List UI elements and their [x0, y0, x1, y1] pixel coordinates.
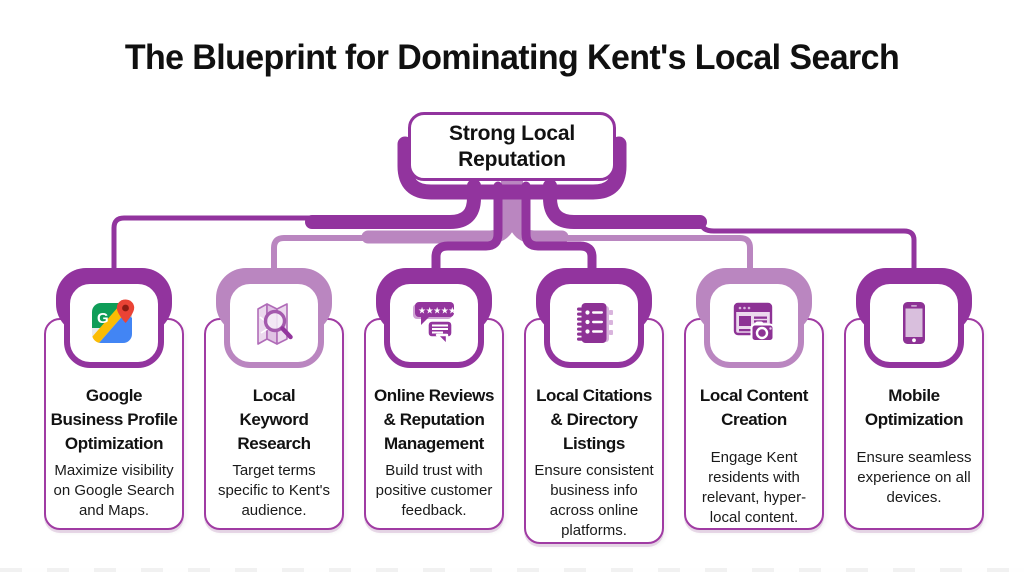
card-title: Local Content Creation [699, 386, 809, 429]
card-description: Maximize visibility on Google Search and… [53, 462, 175, 519]
card-online-reviews: ★★★★★ Online Reviews & Reputation Manage… [364, 268, 504, 530]
webpage-camera-icon [733, 302, 775, 342]
card-title: Online Reviews & Reputation Management [373, 386, 495, 453]
card-title: Local Citations & Directory Listings [536, 386, 652, 453]
icon-badge [224, 278, 324, 368]
svg-text:★★★★★: ★★★★★ [418, 307, 456, 317]
icon-badge [704, 278, 804, 368]
card-description: Ensure seamless experience on all device… [856, 449, 972, 506]
map-magnifier-icon [257, 303, 293, 345]
card-title: Mobile Optimization [864, 386, 964, 429]
card-description: Build trust with positive customer feedb… [375, 462, 493, 519]
card-description: Ensure consistent business info across o… [534, 462, 654, 539]
card-google-business-profile: G Google Business Profile Optimization M… [44, 268, 184, 530]
root-node-label: Strong Local Reputation [449, 121, 575, 171]
card-local-content-creation: Local Content Creation Engage Kent resid… [684, 268, 824, 530]
icon-badge: G [64, 278, 164, 368]
root-node: Strong Local Reputation [408, 112, 616, 181]
card-local-citations: Local Citations & Directory Listings Ens… [524, 268, 664, 544]
icon-badge [544, 278, 644, 368]
page-title: The Blueprint for Dominating Kent's Loca… [124, 38, 900, 77]
directory-notebook-icon [577, 303, 613, 343]
svg-text:G: G [97, 310, 109, 327]
card-description: Target terms specific to Kent's audience… [217, 462, 331, 519]
card-title: Google Business Profile Optimization [50, 386, 178, 453]
card-description: Engage Kent residents with relevant, hyp… [701, 449, 807, 526]
icon-badge [864, 278, 964, 368]
smartphone-icon [903, 302, 925, 344]
bottom-edge-artifact [0, 568, 1024, 572]
card-local-keyword-research: Local Keyword Research Target terms spec… [204, 268, 344, 530]
card-mobile-optimization: Mobile Optimization Ensure seamless expe… [844, 268, 984, 530]
icon-badge: ★★★★★ [384, 278, 484, 368]
review-stars-chat-icon: ★★★★★ [413, 302, 457, 347]
google-maps-icon: G [92, 299, 135, 343]
card-title: Local Keyword Research [237, 386, 311, 453]
